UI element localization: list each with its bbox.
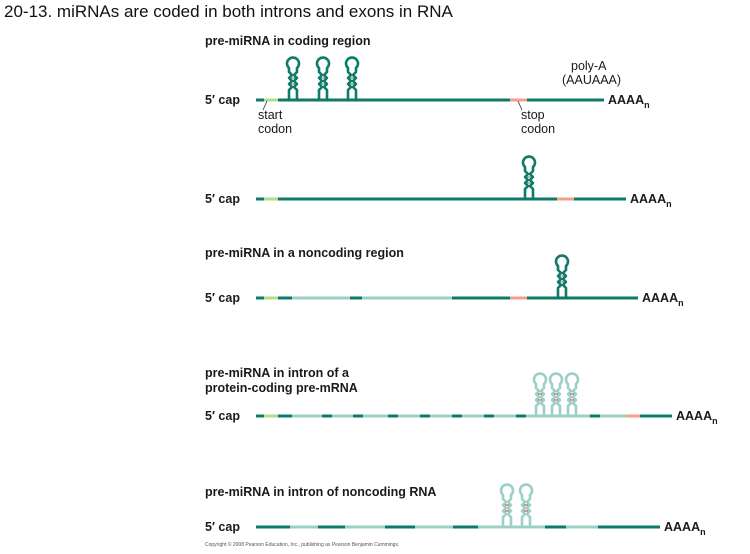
poly-a-tail: AAAAn [664,520,706,537]
stop-codon-label-1: stop [521,108,545,122]
five-cap-label: 5′ cap [205,192,240,206]
start-codon-label-1: start [258,108,283,122]
hairpin [344,56,360,102]
hairpin [315,56,331,102]
poly-a-signal-label-2: (AAUAAA) [562,73,621,87]
panel-intron-protein-coding: pre-miRNA in intron of a protein-coding … [205,366,718,426]
panel-5-heading: pre-miRNA in intron of noncoding RNA [205,485,436,499]
five-cap-label: 5′ cap [205,520,240,534]
panel-4-heading-2: protein-coding pre-mRNA [205,381,358,395]
slide-title: 20-13. miRNAs are coded in both introns … [4,2,453,21]
panel-1-heading: pre-miRNA in coding region [205,34,371,48]
start-codon-pointer [262,100,268,111]
panel-3-heading: pre-miRNA in a noncoding region [205,246,404,260]
five-cap-label: 5′ cap [205,291,240,305]
five-cap-label: 5′ cap [205,409,240,423]
hairpin [518,483,534,529]
panel-3utr: 5′ cap AAAAn [205,155,672,209]
stop-codon-pointer [517,100,523,111]
panel-noncoding-region: pre-miRNA in a noncoding region 5′ cap A… [205,246,684,308]
copyright-notice: Copyright © 2008 Pearson Education, Inc.… [205,541,399,548]
hairpin [548,372,564,418]
poly-a-tail: AAAAn [630,192,672,209]
hairpin [499,483,515,529]
hairpin [564,372,580,418]
hairpin [521,155,537,201]
hairpin [532,372,548,418]
poly-a-tail: AAAAn [642,291,684,308]
five-cap-label: 5′ cap [205,93,240,107]
panel-intron-noncoding: pre-miRNA in intron of noncoding RNA 5′ … [205,483,706,537]
poly-a-tail: AAAAn [608,93,650,110]
stop-codon-label-2: codon [521,122,555,136]
poly-a-signal-label-1: poly-A [571,59,607,73]
panel-4-heading-1: pre-miRNA in intron of a [205,366,350,380]
poly-a-tail: AAAAn [676,409,718,426]
panel-coding-region: pre-miRNA in coding region 5′ cap start … [205,34,650,136]
hairpin [285,56,301,102]
hairpin [554,254,570,300]
start-codon-label-2: codon [258,122,292,136]
